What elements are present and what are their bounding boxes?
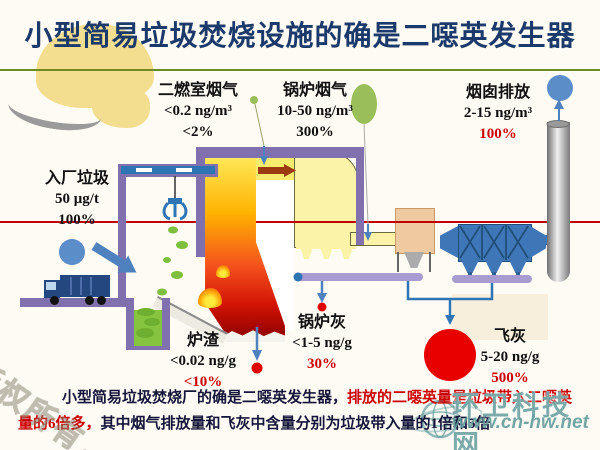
label-stack-emission: 烟囱排放 2-15 ng/m³ 100% [443, 82, 553, 145]
boiler-hopper-tooth [340, 247, 353, 259]
label-name: 入厂垃圾 [44, 170, 109, 187]
flame-icon [198, 288, 222, 308]
bunker-left-wall [118, 164, 126, 306]
label-value: 50 μg/t [55, 191, 99, 207]
label-percent: 30% [307, 356, 337, 372]
reference-line-100pct [0, 221, 600, 223]
pit-floor [126, 344, 170, 350]
crane-rail [121, 166, 215, 174]
watermark-site-name: 环卫科技网 [452, 391, 572, 450]
truck-window [46, 282, 56, 290]
label-boiler-gas: 锅炉烟气 10-50 ng/m³ 300% [260, 80, 370, 143]
rail-dash [176, 168, 192, 172]
truck-wheel [97, 296, 106, 305]
label-name: 锅炉烟气 [282, 82, 347, 99]
input-waste-marker [59, 239, 85, 265]
rail-dash [136, 168, 152, 172]
label-name: 飞灰 [493, 328, 526, 345]
truck-body-line [90, 277, 92, 295]
conclusion-black-2: 其中烟气排放量和飞灰中含量分别为垃圾带入量的1倍和5倍 [100, 416, 491, 432]
head-silhouette-shoulder [92, 84, 150, 128]
boiler-bottom [296, 243, 356, 249]
label-percent: 100% [58, 212, 96, 228]
label-secondary-chamber: 二燃室烟气 <0.2 ng/m³ <2% [143, 80, 253, 143]
conclusion-red-2: 量的6倍多， [18, 416, 101, 432]
truck-body-line [70, 277, 72, 295]
label-fly-ash: 飞灰 5-20 ng/g 500% [455, 326, 565, 389]
label-percent: <10% [183, 374, 223, 390]
label-slag: 炉渣 <0.02 ng/g <10% [148, 330, 258, 393]
label-value: <1-5 ng/g [292, 335, 352, 351]
boiler-hopper-tooth [320, 247, 333, 259]
label-value: 10-50 ng/m³ [277, 103, 353, 119]
label-name: 烟囱排放 [465, 84, 530, 101]
label-name: 锅炉灰 [297, 314, 346, 331]
ash-conveyor [452, 275, 532, 283]
ash-conveyor [295, 273, 423, 281]
label-name: 二燃室烟气 [157, 82, 238, 99]
grab-claw-icon [162, 176, 188, 221]
furnace-top-duct [256, 156, 296, 180]
label-value: <0.02 ng/g [169, 353, 237, 369]
truck-wheel [85, 296, 94, 305]
label-value: 2-15 ng/m³ [463, 105, 533, 121]
label-input-waste: 入厂垃圾 50 μg/t 100% [22, 168, 132, 231]
pit-right-wall [162, 298, 170, 350]
title-divider [0, 69, 600, 71]
label-percent: <2% [182, 124, 214, 140]
baghouse-inlet [440, 226, 458, 258]
reactor-box [395, 208, 435, 254]
truck-body [60, 275, 110, 297]
watermark-url: www.cn-hw.net [452, 412, 589, 433]
label-value: 5-20 ng/g [480, 349, 540, 365]
flame-icon [216, 265, 230, 278]
reactor-funnel [404, 252, 424, 268]
furnace-casing-right [356, 147, 364, 245]
page-title: 小型简易垃圾焚烧设施的确是二噁英发生器 [24, 21, 576, 52]
conclusion-red-1: 排放的二噁英量是垃圾带入二噁英 [347, 390, 573, 406]
boiler-hopper-tooth [300, 247, 313, 259]
conclusion-text: 小型简易垃圾焚烧厂的确是二噁英发生器，排放的二噁英量是垃圾带入二噁英 量的6倍多… [0, 385, 600, 437]
label-percent: 300% [296, 124, 334, 140]
chimney [547, 122, 570, 282]
label-value: <0.2 ng/m³ [163, 103, 233, 119]
slag-layer [226, 330, 285, 342]
label-boiler-ash: 锅炉灰 <1-5 ng/g 30% [267, 312, 377, 375]
baghouse-outlet [530, 226, 546, 258]
furnace-casing-top [196, 147, 364, 158]
reactor-leg [429, 252, 431, 272]
conclusion-black-1: 小型简易垃圾焚烧厂的确是二噁英发生器， [62, 390, 348, 406]
reactor-leg [397, 252, 399, 272]
label-percent: 100% [479, 126, 517, 142]
furnace-casing-left [196, 147, 205, 257]
baghouse-filter [458, 224, 532, 262]
truck-body-line [80, 277, 82, 295]
label-name: 炉渣 [186, 332, 219, 349]
tipping-floor [20, 298, 132, 307]
label-percent: 500% [491, 370, 529, 386]
truck-wheel [50, 296, 59, 305]
pit-left-wall [126, 298, 134, 350]
